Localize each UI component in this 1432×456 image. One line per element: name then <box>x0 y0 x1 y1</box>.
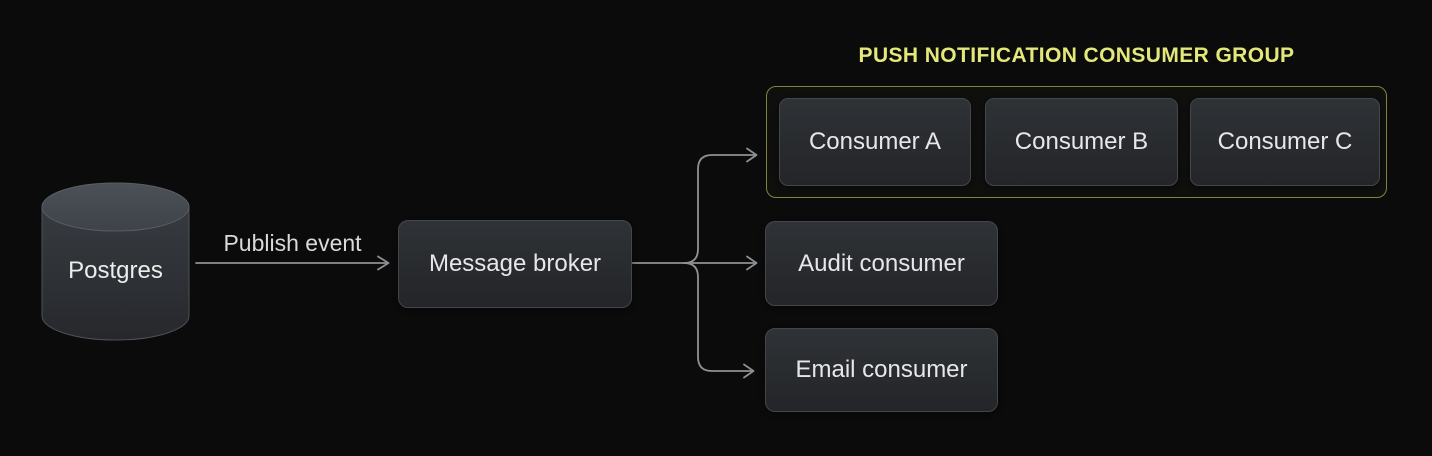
node-consumer-c: Consumer C <box>1190 98 1380 186</box>
node-consumer-a-label: Consumer A <box>808 128 942 155</box>
node-email-consumer: Email consumer <box>765 328 998 412</box>
edge-broker-to-audit <box>631 255 758 271</box>
node-audit-consumer: Audit consumer <box>765 221 998 306</box>
node-audit-consumer-label: Audit consumer <box>798 249 965 277</box>
node-consumer-c-label: Consumer C <box>1217 128 1353 155</box>
node-postgres-label: Postgres <box>68 257 163 284</box>
consumer-group-title: PUSH NOTIFICATION CONSUMER GROUP <box>858 44 1295 67</box>
edge-broker-to-email <box>683 262 755 379</box>
edge-publish-event <box>195 255 390 271</box>
node-email-consumer-label: Email consumer <box>795 356 968 383</box>
database-cylinder-icon <box>41 182 190 341</box>
node-message-broker: Message broker <box>398 220 632 308</box>
node-consumer-b: Consumer B <box>985 98 1178 186</box>
node-consumer-b-label: Consumer B <box>1014 128 1149 155</box>
edge-broker-to-consumer-group <box>683 147 758 264</box>
edge-publish-event-label: Publish event <box>223 230 362 256</box>
node-consumer-a: Consumer A <box>779 98 971 186</box>
node-message-broker-label: Message broker <box>428 250 602 277</box>
